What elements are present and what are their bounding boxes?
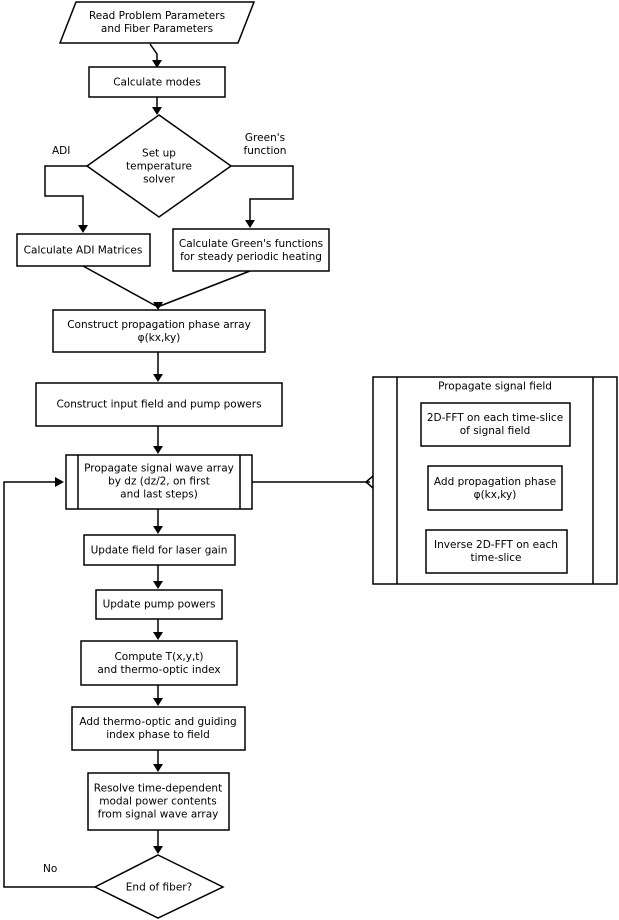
arrowhead — [153, 698, 163, 706]
text-line: End of fiber? — [126, 882, 192, 894]
text-line: Propagate signal wave array — [84, 463, 234, 475]
text-line: 2D-FFT on each time-slice — [427, 412, 563, 424]
text-line: Update field for laser gain — [91, 545, 228, 557]
arrowhead — [153, 764, 163, 772]
node-end-fiber-decision: End of fiber? — [93, 854, 225, 919]
arrowhead — [153, 302, 163, 310]
arrowhead — [153, 632, 163, 640]
node-calc-modes: Calculate modes — [88, 66, 226, 98]
node-pump-powers-label: Update pump powers — [103, 599, 216, 611]
arrowhead — [55, 477, 64, 487]
arrowhead — [153, 846, 163, 854]
text-line: Calculate ADI Matrices — [24, 245, 143, 257]
text-line: and thermo-optic index — [97, 664, 220, 676]
text-line: Calculate modes — [113, 77, 201, 89]
text-line: φ(kx,ky) — [138, 332, 181, 344]
text-line: Set up — [142, 148, 176, 160]
subprocess-title: Propagate signal field — [438, 381, 552, 393]
arrow-solver-to-adi — [44, 165, 88, 230]
node-end-fiber-label: End of fiber? — [126, 882, 192, 894]
arrowhead — [78, 225, 88, 233]
text-line: function — [244, 145, 287, 157]
text-line: Propagate signal field — [438, 381, 552, 393]
connectors — [3, 43, 499, 888]
text-line: Add thermo-optic and guiding — [79, 716, 236, 728]
text-line: Resolve time-dependent — [94, 783, 222, 795]
arrowhead — [152, 60, 162, 68]
arrowhead — [153, 374, 163, 382]
text-line: Compute T(x,y,t) — [114, 651, 203, 663]
text-line: Green's — [245, 132, 285, 144]
arrow-adi-to-phase — [82, 265, 157, 307]
text-line: by dz (dz/2, on first — [108, 476, 210, 488]
subprocess-propagate-signal-field: Propagate signal field 2D-FFT on each ti… — [372, 376, 618, 585]
node-adi-matrices: Calculate ADI Matrices — [16, 233, 151, 267]
node-pump-powers: Update pump powers — [95, 589, 223, 620]
arrowhead — [153, 581, 163, 589]
edge-label-no: No — [43, 863, 57, 875]
text-line: Inverse 2D-FFT on each — [434, 539, 558, 551]
text-line: and Fiber Parameters — [101, 23, 213, 35]
link-hook — [364, 475, 374, 489]
node-calc-modes-label: Calculate modes — [113, 77, 201, 89]
arrowhead — [153, 446, 163, 454]
node-adi-matrices-label: Calculate ADI Matrices — [24, 245, 143, 257]
text-line: index phase to field — [106, 729, 210, 741]
text-line: from signal wave array — [98, 809, 219, 821]
arrowhead — [153, 526, 163, 534]
text-line: for steady periodic heating — [180, 251, 322, 263]
node-laser-gain: Update field for laser gain — [83, 534, 236, 566]
text-line: modal power contents — [99, 796, 216, 808]
node-input-field-label: Construct input field and pump powers — [56, 399, 261, 411]
edge-label-adi: ADI — [52, 145, 70, 157]
node-compute-t: Compute T(x,y,t)and thermo-optic index — [80, 640, 238, 686]
text-line: Calculate Green's functions — [179, 238, 323, 250]
arrow-solver-to-greens — [230, 165, 294, 225]
text-line: and last steps) — [120, 489, 198, 501]
text-line: Read Problem Parameters — [89, 10, 225, 22]
node-compute-t-label: Compute T(x,y,t)and thermo-optic index — [97, 651, 220, 676]
text-line: Add propagation phase — [434, 476, 556, 488]
text-line: of signal field — [460, 425, 531, 437]
text-line: solver — [143, 174, 175, 186]
arrow-greens-to-phase — [159, 270, 251, 307]
node-laser-gain-label: Update field for laser gain — [91, 545, 228, 557]
arrowhead — [245, 220, 255, 228]
text-line: Construct propagation phase array — [67, 319, 251, 331]
arrow-loop-back — [3, 481, 96, 888]
node-input-field: Construct input field and pump powers — [35, 382, 283, 427]
text-line: time-slice — [470, 552, 521, 564]
text-line: temperature — [126, 161, 192, 173]
arrowhead — [152, 107, 162, 115]
text-line: Construct input field and pump powers — [56, 399, 261, 411]
text-line: Update pump powers — [103, 599, 216, 611]
text-line: φ(kx,ky) — [474, 489, 517, 501]
